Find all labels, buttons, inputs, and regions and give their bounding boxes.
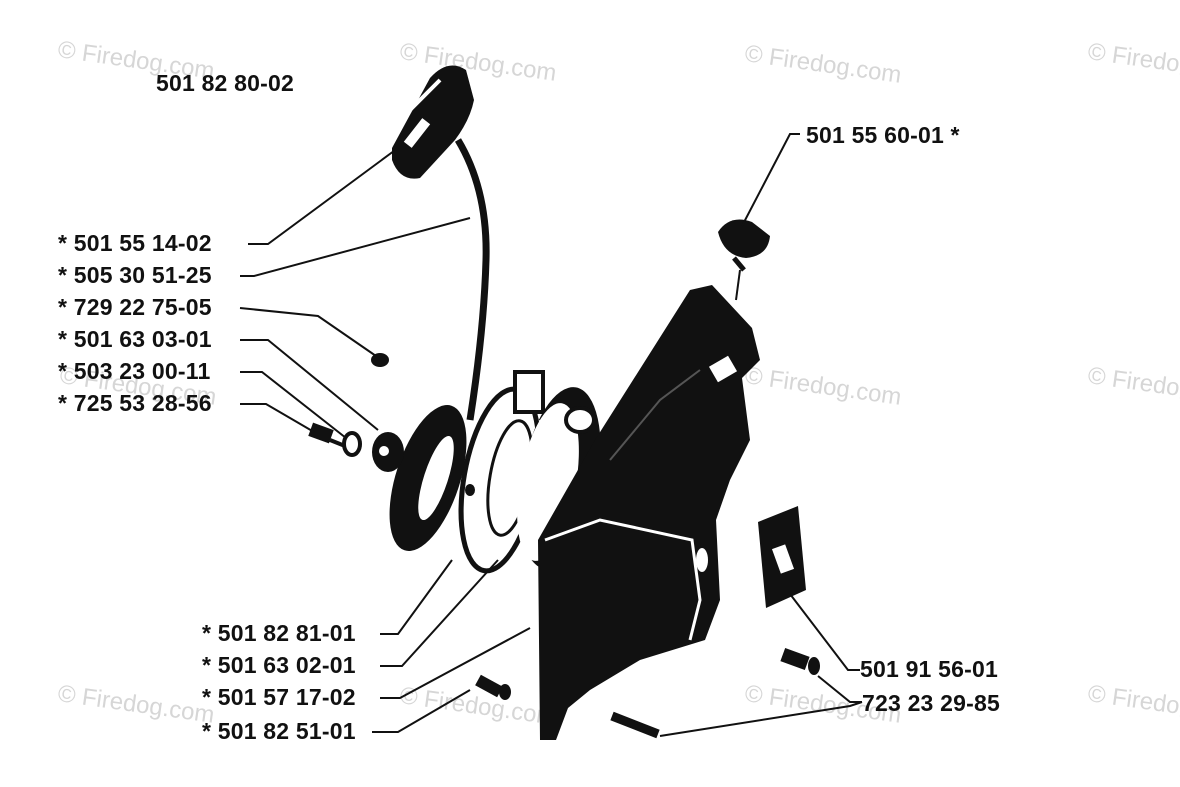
assembly-number: 501 82 80-02 — [156, 70, 294, 96]
washer — [342, 431, 362, 457]
callout-label: * 729 22 75-05 — [58, 294, 212, 320]
callout-label: 501 91 56-01 — [860, 656, 998, 682]
callout-label: * 503 23 00-11 — [58, 358, 211, 384]
rope-pulley — [372, 405, 467, 551]
callout-label: * 501 82 51-01 — [202, 718, 356, 744]
callout-label: 501 55 60-01 * — [806, 122, 960, 148]
callout-label: * 501 63 02-01 — [202, 652, 356, 678]
pin — [475, 674, 511, 700]
starter-rope — [454, 138, 490, 421]
callout-label: * 501 82 81-01 — [202, 620, 356, 646]
bolt — [308, 422, 346, 448]
cover-bolt — [780, 647, 820, 675]
leader-lines — [239, 133, 863, 737]
starter-handle — [392, 65, 474, 179]
callout-label: * 505 30 51-25 — [58, 262, 212, 288]
starter-cover — [538, 285, 760, 740]
callout-label: * 725 53 28-56 — [58, 390, 212, 416]
decal-plate — [758, 506, 806, 608]
knob — [718, 219, 770, 301]
callout-label: * 501 63 03-01 — [58, 326, 212, 352]
callout-label: * 501 57 17-02 — [202, 684, 356, 710]
cover-screw — [610, 711, 660, 739]
callout-label: * 501 55 14-02 — [58, 230, 212, 256]
callout-label: 723 23 29-85 — [862, 690, 1000, 716]
